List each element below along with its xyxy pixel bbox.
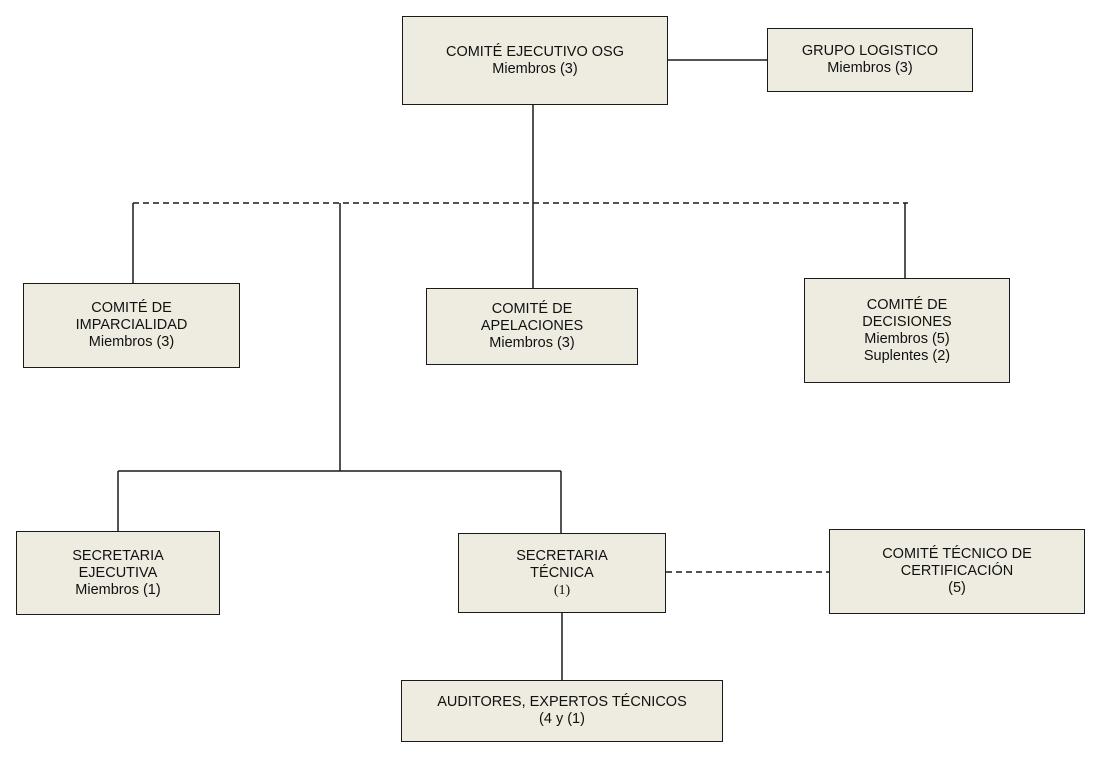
node-appeals-committee: COMITÉ DE APELACIONES Miembros (3) (426, 288, 638, 365)
node-executive-secretary: SECRETARIA EJECUTIVA Miembros (1) (16, 531, 220, 615)
node-exec-secretary-line-1: SECRETARIA (72, 547, 164, 564)
node-technical-secretary: SECRETARIA TÉCNICA (1) (458, 533, 666, 613)
node-decisions-line-4: Suplentes (2) (863, 347, 951, 364)
node-certification-line-3: (5) (948, 580, 966, 596)
node-decisions-line-3: Miembros (5) (864, 330, 950, 347)
node-executive-committee: COMITÉ EJECUTIVO OSG Miembros (3) (402, 16, 668, 105)
node-logistics-line-2: Miembros (3) (827, 60, 913, 76)
node-logistics-group: GRUPO LOGISTICO Miembros (3) (767, 28, 973, 92)
node-exec-secretary-line-2: EJECUTIVA (78, 564, 158, 581)
node-logistics-line-1: GRUPO LOGISTICO (801, 43, 939, 59)
node-executive-line-2: Miembros (3) (492, 60, 578, 77)
node-impartiality-line-2: IMPARCIALIDAD (75, 317, 188, 333)
node-auditors-line-1: AUDITORES, EXPERTOS TÉCNICOS (437, 694, 687, 710)
node-auditors-line-2: (4 y (1) (539, 711, 585, 727)
node-tech-secretary-line-3: (1) (553, 582, 571, 598)
node-appeals-line-3: Miembros (3) (489, 335, 575, 351)
node-decisions-committee: COMITÉ DE DECISIONES Miembros (5) Suplen… (804, 278, 1010, 383)
node-impartiality-line-1: COMITÉ DE (91, 300, 172, 316)
node-certification-committee: COMITÉ TÉCNICO DE CERTIFICACIÓN (5) (829, 529, 1085, 614)
node-certification-line-1: COMITÉ TÉCNICO DE (882, 546, 1032, 562)
node-tech-secretary-line-2: TÉCNICA (530, 564, 594, 581)
node-decisions-line-1: COMITÉ DE (866, 296, 948, 313)
node-decisions-line-2: DECISIONES (862, 313, 952, 330)
node-certification-line-2: CERTIFICACIÓN (900, 563, 1014, 579)
node-impartiality-line-3: Miembros (3) (88, 334, 175, 350)
node-impartiality-committee: COMITÉ DE IMPARCIALIDAD Miembros (3) (23, 283, 240, 368)
node-tech-secretary-line-1: SECRETARIA (516, 547, 608, 564)
node-auditors-experts: AUDITORES, EXPERTOS TÉCNICOS (4 y (1) (401, 680, 723, 742)
node-executive-line-1: COMITÉ EJECUTIVO OSG (445, 43, 625, 60)
node-appeals-line-2: APELACIONES (480, 318, 584, 334)
node-exec-secretary-line-3: Miembros (1) (75, 581, 161, 598)
node-appeals-line-1: COMITÉ DE (491, 301, 573, 317)
